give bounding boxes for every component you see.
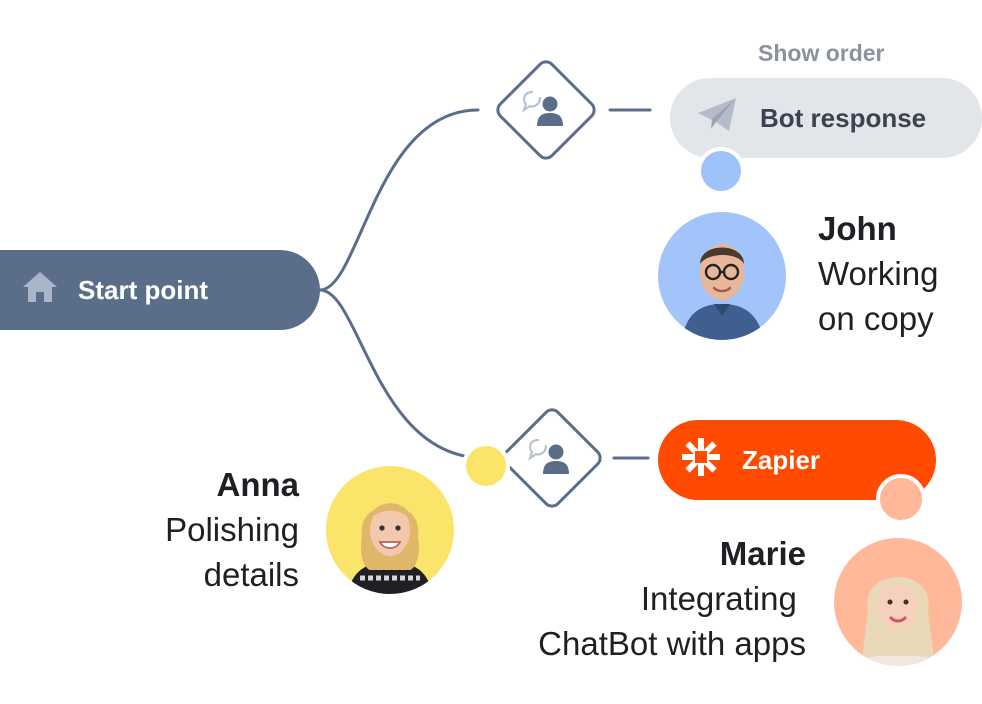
- anna-avatar: [326, 466, 454, 594]
- bot-response-node[interactable]: Bot response: [670, 78, 982, 158]
- start-point-label: Start point: [78, 274, 208, 305]
- marie-name: Marie: [719, 535, 806, 572]
- anna-caption: Anna Polishing details: [165, 462, 299, 597]
- anna-indicator-dot: [462, 442, 510, 490]
- john-avatar: [658, 212, 786, 340]
- anna-name: Anna: [216, 466, 300, 503]
- chat-user-icon: [521, 90, 563, 126]
- bot-response-label: Bot response: [760, 102, 927, 133]
- marie-caption: Marie Integrating ChatBot with apps: [538, 531, 806, 666]
- paper-plane-icon: [696, 95, 738, 142]
- zapier-label: Zapier: [742, 444, 821, 475]
- john-indicator-dot: [697, 147, 745, 195]
- connector-upper-branch: [318, 108, 480, 292]
- show-order-link[interactable]: Show order: [758, 40, 885, 66]
- marie-avatar: [834, 538, 962, 666]
- marie-task-line-2: ChatBot with apps: [538, 625, 806, 662]
- marie-task-line-1: Integrating: [640, 580, 806, 617]
- connector-lower-branch: [318, 288, 486, 460]
- john-task-line-1: Working: [818, 255, 939, 292]
- start-point-node[interactable]: Start point: [0, 250, 320, 330]
- chat-user-icon: [527, 438, 569, 474]
- john-task-line-2: on copy: [818, 300, 934, 337]
- marie-indicator-dot: [876, 474, 926, 524]
- anna-task-line-2: details: [203, 556, 299, 593]
- john-name: John: [818, 210, 897, 247]
- zapier-node[interactable]: Zapier: [658, 420, 936, 500]
- anna-task-line-1: Polishing: [165, 511, 299, 548]
- john-caption: John Working on copy: [818, 206, 938, 341]
- home-icon: [20, 267, 60, 314]
- zapier-asterisk-icon: [680, 436, 722, 485]
